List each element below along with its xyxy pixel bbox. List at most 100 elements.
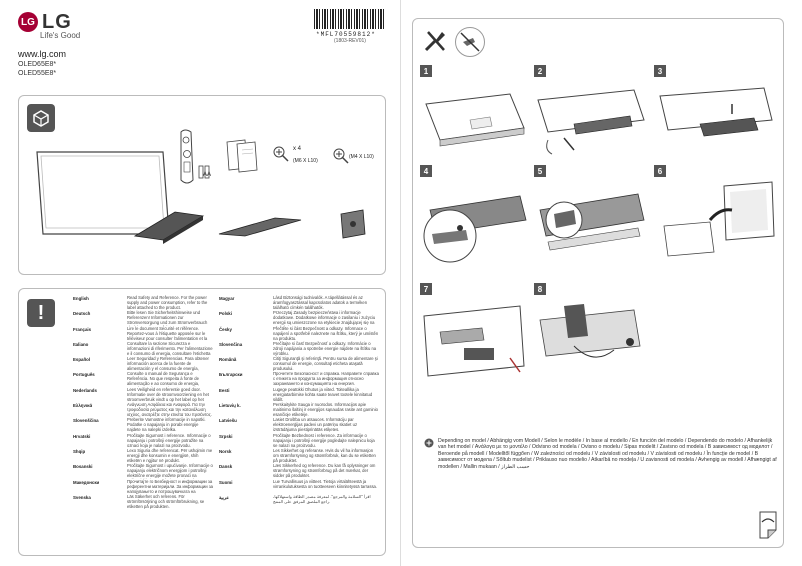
language-text: Lásd Biztonsági tudnivalók. A tápellátás…	[273, 295, 368, 310]
language-text: Lue Turvallisuus ja viitteet. Tietoja vi…	[273, 478, 378, 489]
language-text: Pročitajte Sigurnost i reference. Inform…	[127, 432, 211, 448]
parts-panel: AA x 4 (M6 X L10) (M4 X L10)	[18, 95, 386, 275]
step-3-illustration	[659, 87, 773, 137]
language-name: Eesti	[219, 387, 230, 393]
box-contents-icon	[27, 104, 55, 132]
language-text: Прочетете Безопасност и справка. Направе…	[273, 371, 379, 387]
barcode-number: *MFL70559812*	[316, 31, 376, 38]
language-text: Прочитајте го Безбедност и информации за…	[127, 478, 213, 494]
step-badge: 4	[420, 165, 432, 177]
language-name: Magyar	[219, 296, 235, 301]
language-row: Česky Přečtěte si část Bezpečnost a odkaz…	[219, 326, 379, 341]
language-name: Français	[73, 326, 92, 332]
step-badge: 1	[420, 65, 432, 77]
tools-icon	[421, 27, 449, 55]
language-text: Lees Veiligheid en referentie goed door.…	[127, 386, 209, 402]
language-name: Svenska	[73, 494, 91, 500]
language-row: Ελληνικά Ανάγνωση Ασφάλεια και Αναφορά. Γ…	[73, 402, 213, 417]
language-name: Norsk	[219, 448, 232, 454]
language-row: Hrvatski Pročitajte Sigurnost i reference…	[73, 433, 213, 448]
step-badge: 8	[534, 283, 546, 295]
language-row: Slovenčina Prečítajte si časť Bezpečnosť …	[219, 341, 379, 356]
plus-info-icon	[424, 438, 434, 448]
page-turn-icon	[759, 511, 777, 539]
language-name: Latviešu	[219, 418, 237, 424]
language-text: Pročitajte Bezbednost i reference. Za in…	[273, 432, 375, 448]
language-text: Perskaitykite Sauga ir nuorodos. Informa…	[273, 402, 378, 418]
language-name: Deutsch	[73, 311, 91, 317]
step-2-illustration	[537, 89, 645, 155]
language-row: Slovenščina Preberite Varnostne informaci…	[73, 417, 213, 432]
language-text: Lugege peatükki Ohutus ja viited. Toitea…	[273, 386, 373, 402]
language-name: Suomi	[219, 479, 233, 485]
language-name: Česky	[219, 326, 232, 332]
language-row: Dansk Læs Sikkerhed og reference. Du kan …	[219, 463, 379, 478]
screw-spec-2: (M4 X L10)	[349, 154, 374, 160]
step-6-illustration	[663, 181, 775, 257]
language-text: Læs Sikkerhed og reference. Du kan få op…	[273, 463, 376, 479]
language-name: Polski	[219, 311, 232, 317]
language-text: Preberite Varnostne informacije in napot…	[127, 417, 206, 433]
language-text: Lasiet Drošība un atsauces. Informāciju …	[273, 417, 358, 433]
language-text: Leer Seguridad y Referencias. Para obten…	[127, 356, 209, 372]
step-badge: 5	[534, 165, 546, 177]
language-name: عربية	[219, 494, 229, 500]
language-text: Prečítajte si časť Bezpečnosť a odkazy. …	[273, 340, 377, 356]
language-text: Consulte o manual de Segurança e Referên…	[127, 371, 202, 387]
language-name: English	[73, 296, 89, 301]
language-text: Citiţi Siguranţă şi referinţă. Pentru su…	[273, 356, 378, 372]
step-4-illustration	[423, 195, 527, 263]
language-row: عربية اقرأ "السلامة والمرجع". لمعرفة مصدر…	[219, 494, 379, 509]
step-badge: 7	[420, 283, 432, 295]
language-name: Português	[73, 372, 95, 378]
language-text: اقرأ "السلامة والمرجع". لمعرفة مصدر الطا…	[273, 493, 371, 504]
brand-name: LG	[42, 11, 72, 33]
model-dependency-note: Depending on model / Abhängig vom Modell…	[438, 438, 777, 470]
language-name: Slovenčina	[219, 341, 243, 347]
language-row: Magyar Lásd Biztonsági tudnivalók. A tápe…	[219, 295, 379, 310]
language-name: Shqip	[73, 448, 86, 454]
language-text: Lexo Siguria dhe referencat. Për ushqimi…	[127, 447, 213, 463]
manual-booklets-icon	[226, 139, 258, 173]
language-row: Македонски Прочитајте го Безбедност и инф…	[73, 479, 213, 494]
step-badge: 2	[534, 65, 546, 77]
barcode	[314, 9, 384, 29]
language-name: Македонски	[73, 479, 100, 485]
screw-quantity: x 4	[293, 146, 302, 152]
language-name: Slovenščina	[73, 418, 99, 424]
stand-cover-icon	[218, 217, 302, 237]
language-row: Português Consulte o manual de Segurança …	[73, 371, 213, 386]
battery-label: AA	[203, 172, 212, 178]
language-name: Hrvatski	[73, 433, 91, 439]
language-text: Ανάγνωση Ασφάλεια και Αναφορά. Για την τ…	[127, 402, 212, 418]
screw-icon-2	[333, 148, 349, 164]
stand-base-icon	[133, 211, 205, 244]
step-badge: 6	[654, 165, 666, 177]
language-name: Lietuvių k.	[219, 403, 241, 409]
brand-tagline: Life's Good	[40, 31, 81, 40]
language-name: Dansk	[219, 464, 233, 470]
language-row: Français Lire le document Sécurité et réf…	[73, 326, 213, 341]
language-row: Shqip Lexo Siguria dhe referencat. Për us…	[73, 448, 213, 463]
model-number: OLED65E8*	[18, 61, 57, 68]
language-name: Srpski	[219, 433, 233, 439]
language-text: Lire le document Sécurité et référence. …	[127, 325, 208, 341]
language-name: Ελληνικά	[73, 403, 93, 409]
language-name: Español	[73, 357, 91, 363]
language-text: Přečtěte si část Bezpečnost a odkazy. In…	[273, 325, 379, 341]
language-name: Italiano	[73, 341, 89, 347]
language-name: Bosanski	[73, 464, 93, 470]
language-row: Lietuvių k. Perskaitykite Sauga ir nuorod…	[219, 402, 379, 417]
screw-spec: (M6 X L10)	[293, 158, 318, 164]
screw-icon	[273, 146, 289, 162]
